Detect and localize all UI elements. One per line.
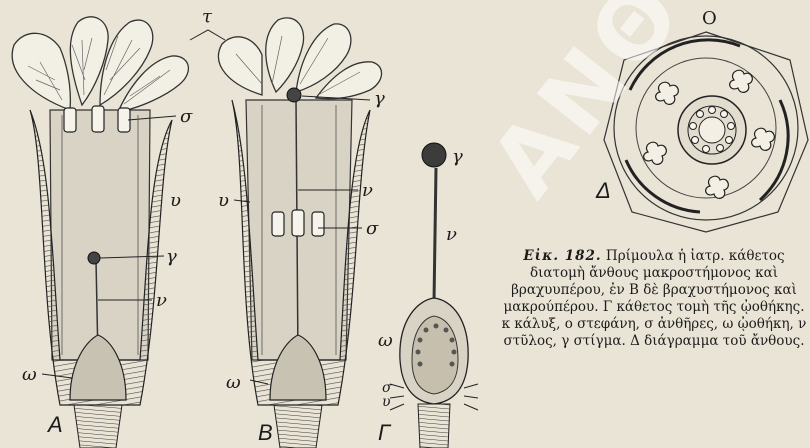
figure-caption: Εἰκ. 182. Πρίμουλα ἡ ἰατρ. κάθετος διατο… — [500, 248, 808, 350]
flower-b-drawing — [218, 18, 381, 448]
panel-letter-d: Δ — [595, 178, 611, 203]
label-g-upsilon: υ — [382, 394, 391, 410]
label-g-nu: ν — [446, 224, 457, 245]
label-a-upsilon: υ — [170, 190, 181, 211]
panel-letter-b: B — [258, 420, 273, 445]
label-g-omega: ω — [378, 330, 393, 351]
label-a-gamma: γ — [166, 246, 177, 267]
label-b-sigma: σ — [366, 218, 379, 239]
label-b-nu: ν — [362, 180, 373, 201]
label-a-sigma: σ — [180, 106, 193, 127]
flower-a-drawing — [12, 17, 225, 448]
panel-letter-a: A — [46, 412, 63, 437]
diagram-label-top: Ο — [702, 8, 717, 29]
label-b-upsilon: υ — [218, 190, 229, 211]
floral-diagram-d — [604, 32, 808, 232]
pistil-g-drawing — [390, 143, 478, 448]
label-g-gamma: γ — [452, 146, 463, 167]
label-b-omega: ω — [226, 372, 241, 393]
panel-letter-g: Γ — [378, 420, 392, 445]
label-a-tau: τ — [202, 6, 213, 27]
figure-number: Εἰκ. 182. — [523, 248, 601, 264]
label-b-gamma: γ — [374, 88, 385, 109]
label-a-omega: ω — [22, 364, 37, 385]
label-a-nu: ν — [156, 290, 167, 311]
